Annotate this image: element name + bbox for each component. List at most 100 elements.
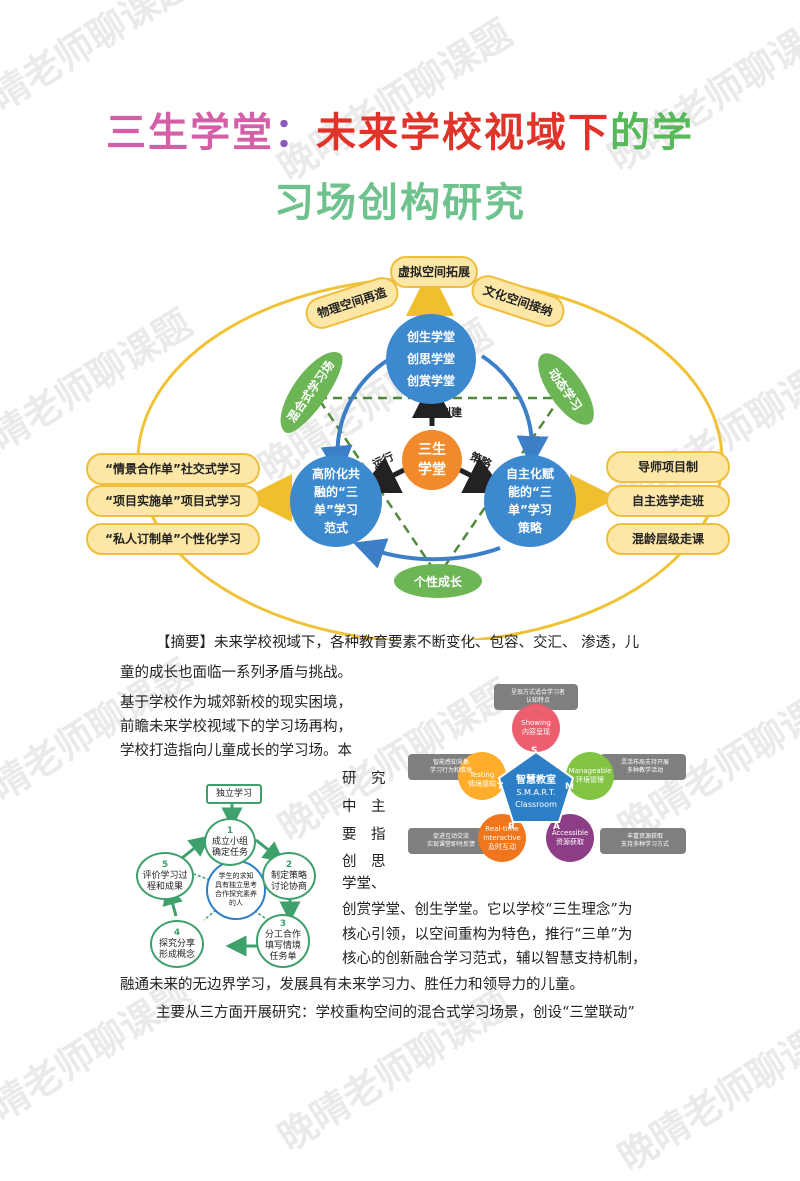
abstract-vert-2: 中 主 [342,799,386,815]
smart-letter-m: M [565,782,574,792]
cycle-node-1: 1 成立小组 确定任务 [204,818,256,866]
cycle-node-num: 5 [161,859,169,870]
pill-scenario-coop: “情景合作单”社交式学习 [86,453,260,485]
cycle-node-5: 5 评价学习过 程和成果 [136,852,194,900]
pill-project-impl: “项目实施单”项目式学习 [86,485,260,517]
smart-realtime-en1: Real-time [485,825,519,833]
smart-manageable: Manageable 环境管理 [564,767,616,785]
cycle-center-line: 具有独立思考 [215,881,257,889]
abstract-line-5: 学校打造指向儿童成长的学习场。本 [120,743,352,759]
circle-left-line: 融的“三 [314,485,358,499]
title-part2: 未来学校视域下 [316,110,610,156]
abstract-line-3: 基于学校作为城郊新校的现实困境， [120,695,352,711]
cycle-node-2: 2 制定策略 讨论协商 [262,852,316,900]
note-line: 智能感知采集 [432,759,469,766]
abstract-line-1: 【摘要】未来学校视域下，各种教育要素不断变化、包容、交汇、 渗透，儿 [156,635,640,651]
smart-showing-cn: 内容呈现 [522,728,550,736]
cycle-node-3: 3 分工合作 填写情境 任务单 [256,914,310,968]
cycle-center-line: 学生的求知 [218,872,254,880]
circle-top-line: 创生学堂 [406,330,455,344]
smart-accessible-cn: 资源获取 [556,838,584,846]
note-line: 实现课堂即时反馈 [426,841,475,848]
note-line: 认知特点 [525,697,550,704]
cycle-node-4: 4 探究分享 形成概念 [150,920,204,968]
cycle-node-text: 成立小组 [211,836,248,847]
circle-left-line: 单”学习 [314,503,358,517]
smart-note-right1: 灵活布局支持开展 多种教学活动 [604,759,686,775]
smart-testing: Testing 情境感知 [456,771,508,789]
pill-self-select: 自主选学走班 [606,485,730,517]
note-line: 多种教学活动 [626,767,663,774]
note-line: 学习行为和情境 [429,767,472,774]
smart-center-title: 智慧教室 [516,775,556,786]
cycle-node-num: 2 [285,859,293,870]
center-line: 三生 [418,442,446,458]
cycle-node-text: 评价学习过 [142,870,188,881]
pill-mixed-age: 混龄层级走课 [606,523,730,555]
page-title: 三生学堂：未来学校视域下的学 [0,100,800,158]
abstract-line-8: 核心的创新融合学习范式，辅以智慧支持机制， [342,951,647,967]
abstract-line-10: 主要从三方面开展研究：学校重构空间的混合式学习场景，创设“三堂联动” [156,1005,635,1021]
abstract-vert-4: 创 思 [342,854,386,870]
smart-center: 智慧教室 S.M.A.R.T. Classroom [503,775,569,811]
abstract-vert-1: 研 究 [342,771,386,787]
cycle-node-text: 程和成果 [146,881,183,892]
label-create: 创建 [440,406,462,419]
note-line: 促进互动交流 [432,833,469,840]
smart-realtime: Real-time Interactive 及时互动 [476,825,528,852]
smart-manageable-en: Manageable [568,767,612,775]
cycle-node-text: 探究分享 [158,938,195,949]
pill-virtual-space: 虚拟空间拓展 [390,256,478,288]
cycle-node-num: 1 [226,825,234,836]
circle-left-line: 高阶化共 [311,467,360,481]
cycle-node-num: 3 [279,919,287,929]
smart-testing-cn: 情境感知 [468,780,496,788]
smart-center-sub1: S.M.A.R.T. [516,788,556,797]
note-line: 丰富资源获取 [626,833,663,840]
note-line: 支持多种学习方式 [620,841,669,848]
abstract-line-4: 前瞻未来学校视域下的学习场再构， [120,719,352,735]
smart-letter-r: R [508,822,515,832]
title-part3: 的学 [610,110,694,156]
smart-note-right2: 丰富资源获取 支持多种学习方式 [604,833,686,849]
note-line: 呈现方式适合学习者 [510,689,565,696]
smart-note-left1: 智能感知采集 学习行为和情境 [410,759,492,775]
circle-right-line: 自主化赋 [505,467,554,481]
cycle-node-text: 制定策略 [270,870,307,881]
smart-accessible-en: Accessible [551,829,589,837]
title-part1: 三生学堂 [106,110,274,156]
cycle-node-text: 分工合作 [264,930,301,940]
cycle-center-line: 的人 [229,899,243,907]
center-three-life: 三生 学堂 [402,430,462,490]
cycle-node-text: 形成概念 [158,949,195,960]
cycle-node-text: 确定任务 [211,847,248,858]
cycle-center-line: 合作探究素养 [215,890,257,898]
circle-create-halls: 创生学堂 创思学堂 创赏学堂 [386,314,476,404]
abstract-vert-3: 要 指 [342,827,386,843]
smart-center-sub2: Classroom [515,800,557,809]
smart-realtime-en2: Interactive [483,834,521,842]
cycle-center: 学生的求知 具有独立思考 合作探究素养 的人 [206,860,266,920]
abstract-vert-5: 学堂、 [342,876,386,892]
smart-showing: Showing 内容呈现 [510,719,562,737]
circle-left-paradigm: 高阶化共 融的“三 单”学习 范式 [290,455,382,547]
smart-accessible: Accessible 资源获取 [544,829,596,847]
smart-diagram-bg [408,684,686,862]
leaf-personal-growth: 个性成长 [394,564,482,598]
center-line: 学堂 [418,462,446,478]
cycle-node-text: 任务单 [269,952,297,962]
circle-left-line: 范式 [323,521,348,535]
circle-top-line: 创赏学堂 [406,374,455,388]
cycle-node-text: 填写情境 [264,941,301,951]
smart-manageable-cn: 环境管理 [576,776,604,784]
page-title-line2: 习场创构研究 [274,180,526,226]
cycle-node-num: 4 [173,927,181,938]
circle-right-line: 能的“三 [508,485,552,499]
circle-right-line: 单”学习 [508,503,552,517]
smart-note-top: 呈现方式适合学习者 认知特点 [498,689,578,705]
smart-letter-s: S [531,746,538,756]
circle-right-line: 策略 [517,521,542,535]
note-line: 灵活布局支持开展 [620,759,669,766]
cycle-top-box: 独立学习 [206,784,262,804]
smart-showing-en: Showing [521,719,551,727]
